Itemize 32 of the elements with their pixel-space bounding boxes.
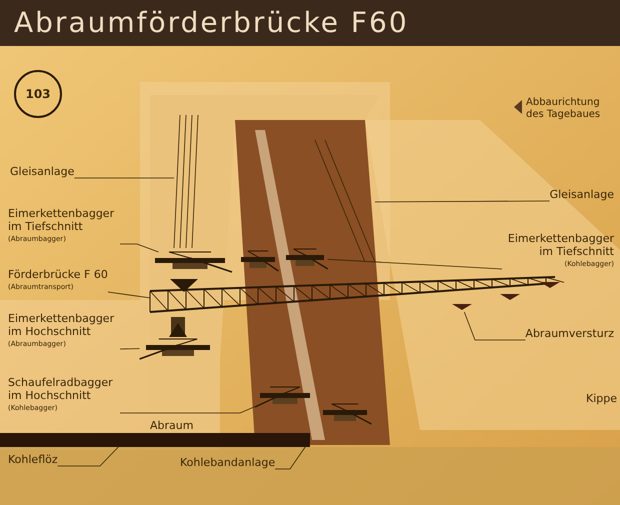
leader-line [108,292,150,298]
leader-line [374,200,550,202]
rail-track-drawing [174,114,198,248]
leader-line [120,406,256,414]
callout-label: Abraumversturz [525,327,614,340]
callout-label: Eimerkettenbagger im Hochschnitt [8,312,116,338]
excavator-drawing [155,252,232,273]
callout-label: Kohlebandanlage [180,456,276,469]
title: Abraumförderbrücke F60 [14,6,409,39]
rail-track-drawing [314,140,376,262]
leader-line [120,244,159,252]
callout-label: Kohleflöz [8,453,58,466]
excavator-drawing [286,248,328,270]
area-label: Abraum [150,419,194,432]
excavator-drawing [139,317,210,360]
leader-line [120,348,140,350]
excavator-drawing [254,386,310,408]
leader-line [464,312,526,340]
audio-guide-number: 103 [14,70,62,118]
callout-label: Gleisanlage [550,188,614,201]
callout-label: Förderbrücke F 60 [8,268,108,281]
callout-label: Gleisanlage [10,165,74,178]
callout-label: Eimerkettenbagger im Tiefschnitt [506,232,614,258]
direction-note: Abbaurichtung des Tagebaues [526,97,602,121]
conveyor-bridge-drawing [150,276,564,313]
coal-seam [0,433,310,447]
callout-label: Eimerkettenbagger im Tiefschnitt [8,207,116,233]
leader-line [274,446,306,470]
area-label: Kippe [586,392,618,405]
callout-label: Schaufelradbagger im Hochschnitt [8,376,114,402]
leader-line [327,258,502,270]
leader-line [57,446,119,466]
